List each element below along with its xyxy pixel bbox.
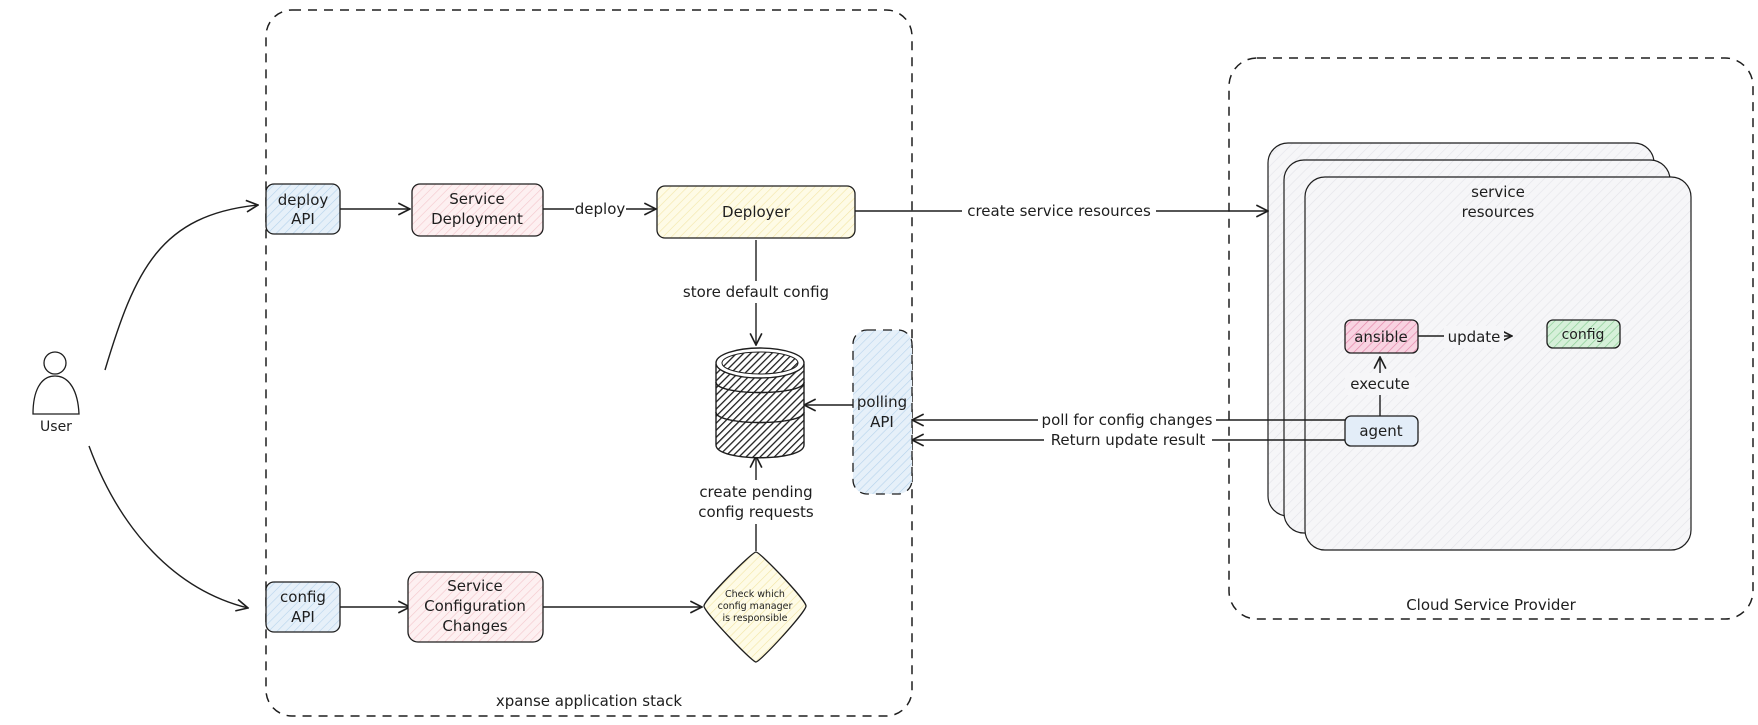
cloud-provider-group: Cloud Service Provider (1228, 57, 1754, 620)
edge-label-return-update-result: Return update result (1051, 431, 1206, 449)
check-manager-diamond (703, 551, 807, 663)
edge-labels: deploy create service resources store de… (574, 198, 1504, 524)
edge-label-bg (690, 480, 822, 524)
service-resources-title-line2: resources (1462, 203, 1535, 221)
deployer-box (656, 185, 856, 239)
service-deployment-box (411, 183, 544, 237)
config-api-label-line2: API (291, 608, 315, 626)
xpanse-stack-group: xpanse application stack (265, 9, 913, 717)
edge-label-bg (1038, 409, 1216, 431)
polling-api-label-line1: polling (857, 393, 907, 411)
config-api-box (265, 581, 341, 633)
xpanse-stack-frame (265, 9, 913, 717)
service-resources-card-front (1304, 176, 1692, 551)
config-label: config (1562, 327, 1605, 343)
user-actor[interactable]: User (32, 351, 80, 435)
deploy-api-box (265, 183, 341, 235)
edge-label-bg (1444, 326, 1504, 348)
check-manager-label-line2: config manager (718, 601, 793, 612)
service-deployment-label-line1: Service (449, 190, 504, 208)
service-config-changes-box (407, 571, 544, 643)
config-api-label-line1: config (280, 588, 326, 606)
edge-label-update: update (1448, 328, 1501, 346)
edge-label-store-default-config: store default config (683, 283, 829, 301)
service-resources-title-line1: service (1471, 183, 1525, 201)
config-box (1546, 319, 1621, 349)
edge-user-to-config-api (88, 445, 248, 608)
user-label: User (40, 419, 72, 435)
service-config-changes-label-line1: Service (447, 577, 502, 595)
database-node[interactable] (715, 347, 805, 459)
database-icon (715, 347, 805, 459)
edge-label-bg (1044, 429, 1212, 451)
service-config-changes-node[interactable]: Service Configuration Changes (407, 571, 544, 643)
service-deployment-node[interactable]: Service Deployment (411, 183, 544, 237)
service-config-changes-label-line2: Configuration (424, 597, 526, 615)
edge-label-create-pending-line1: create pending (699, 483, 812, 501)
deployer-label: Deployer (722, 203, 791, 221)
edge-label-bg (962, 200, 1156, 222)
edge-label-bg (574, 198, 626, 220)
deploy-api-label-line2: API (291, 210, 315, 228)
edge-label-create-service-resources: create service resources (967, 202, 1151, 220)
deploy-api-label-line1: deploy (278, 191, 329, 209)
check-manager-label-line3: is responsible (722, 613, 787, 624)
edge-label-execute: execute (1350, 375, 1409, 393)
agent-box (1344, 415, 1419, 447)
agent-node[interactable]: agent (1344, 415, 1419, 447)
edge-user-to-deploy-api (104, 205, 258, 371)
edge-label-bg (1345, 373, 1415, 395)
ansible-box (1344, 319, 1419, 354)
polling-api-label-line2: API (870, 413, 894, 431)
cloud-provider-label: Cloud Service Provider (1406, 596, 1576, 614)
polling-api-node[interactable]: polling API (852, 329, 913, 495)
edge-label-create-pending-line2: config requests (698, 503, 814, 521)
ansible-label: ansible (1354, 328, 1408, 346)
agent-label: agent (1359, 422, 1402, 440)
edge-label-bg (672, 281, 840, 303)
ansible-node[interactable]: ansible (1344, 319, 1419, 354)
check-manager-node[interactable]: Check which config manager is responsibl… (703, 551, 807, 663)
edge-label-deploy: deploy (575, 200, 626, 218)
edge-label-poll-for-config-changes: poll for config changes (1042, 411, 1213, 429)
polling-api-box (852, 329, 913, 495)
xpanse-stack-label: xpanse application stack (496, 692, 683, 710)
config-api-node[interactable]: config API (265, 581, 341, 633)
config-node[interactable]: config (1546, 319, 1621, 349)
service-deployment-label-line2: Deployment (431, 210, 523, 228)
check-manager-label-line1: Check which (725, 589, 785, 600)
cloud-provider-frame (1228, 57, 1754, 620)
deploy-api-node[interactable]: deploy API (265, 183, 341, 235)
user-icon (32, 351, 80, 415)
service-config-changes-label-line3: Changes (442, 617, 507, 635)
deployer-node[interactable]: Deployer (656, 185, 856, 239)
